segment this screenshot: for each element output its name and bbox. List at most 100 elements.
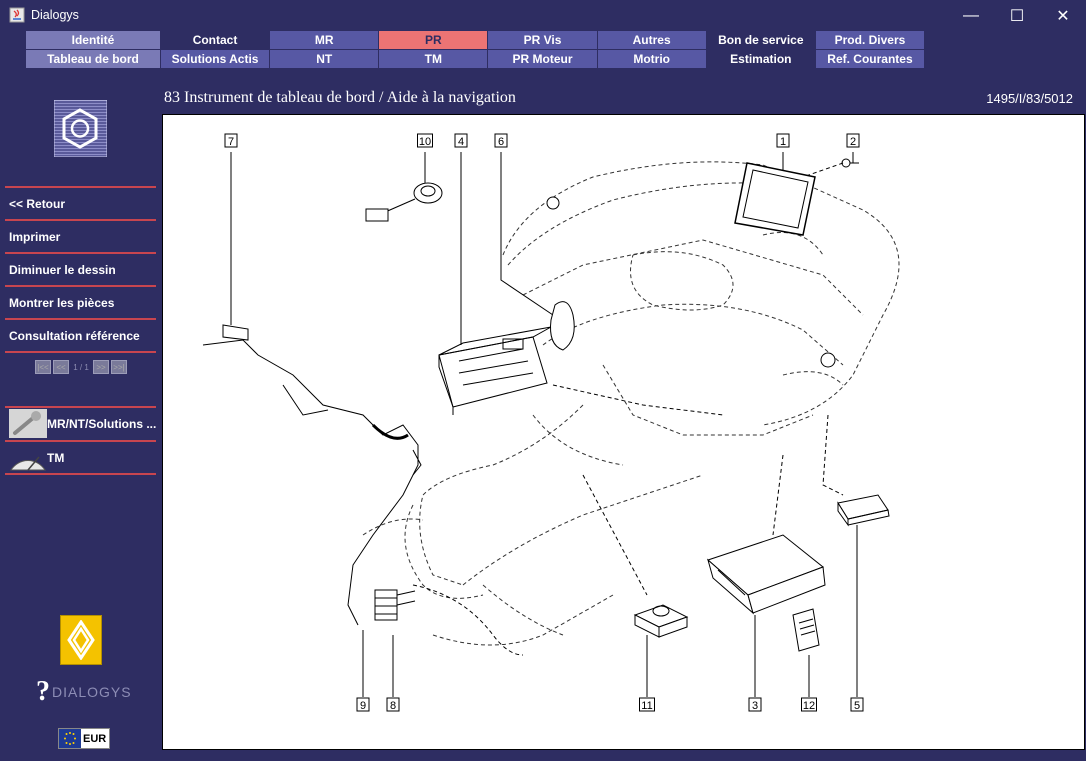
menu-divider [5, 219, 156, 221]
menu-divider [5, 351, 156, 353]
window-title: Dialogys [31, 8, 79, 22]
first-page-button[interactable]: |<< [35, 360, 51, 374]
previous-page-button[interactable]: << [53, 360, 69, 374]
tab-mr[interactable]: MR [270, 31, 379, 49]
menu-divider [5, 186, 156, 188]
shrink-drawing-button[interactable]: Diminuer le dessin [9, 262, 116, 277]
page-indicator: 1 / 1 [73, 362, 89, 372]
callout-number: 9 [360, 700, 366, 712]
callout-box [386, 697, 400, 712]
part-callout-6[interactable]: 6 [494, 133, 508, 148]
menu-divider [5, 440, 156, 442]
part-callout-2[interactable]: 2 [846, 133, 860, 148]
callout-box [748, 697, 762, 712]
tab-pr-vis[interactable]: PR Vis [488, 31, 597, 49]
tab-prod-divers[interactable]: Prod. Divers [815, 31, 925, 49]
callout-box [417, 133, 433, 148]
show-parts-button[interactable]: Montrer les pièces [9, 295, 115, 310]
tab-ref-courantes[interactable]: Ref. Courantes [815, 50, 925, 68]
part-callout-10[interactable]: 10 [417, 133, 433, 148]
section-logo-icon [54, 100, 107, 157]
part-callout-7[interactable]: 7 [224, 133, 238, 148]
renault-diamond-icon [67, 620, 95, 660]
document-reference: 1495/I/83/5012 [986, 91, 1073, 106]
part-callout-1[interactable]: 1 [776, 133, 790, 148]
dialogys-logo: ? DIALOGYS [36, 676, 132, 708]
category-label: TM [47, 451, 65, 465]
tab-contact[interactable]: Contact [160, 31, 270, 49]
tab-solutions-actis[interactable]: Solutions Actis [160, 50, 270, 68]
help-question-icon: ? [36, 676, 51, 707]
eu-flag-icon [59, 729, 81, 748]
minimize-icon: — [963, 6, 979, 24]
callout-box [356, 697, 370, 712]
callout-number: 5 [854, 700, 860, 712]
page-title: 83 Instrument de tableau de bord / Aide … [164, 89, 516, 106]
part-callout-3[interactable]: 3 [748, 697, 762, 712]
tab-pr[interactable]: PR [379, 31, 488, 49]
maximize-icon: ☐ [1009, 7, 1025, 25]
region-label: EUR [83, 732, 107, 745]
page-navigator: |<< << 1 / 1 >> >>| [35, 360, 129, 374]
title-bar: Dialogys — ☐ ✕ [0, 0, 1086, 31]
part-callout-5[interactable]: 5 [850, 697, 864, 712]
callout-box [846, 133, 860, 148]
reference-lookup-button[interactable]: Consultation référence [9, 328, 140, 343]
part-callout-4[interactable]: 4 [454, 133, 468, 148]
callout-number: 10 [419, 136, 431, 148]
tab-pr-moteur[interactable]: PR Moteur [488, 50, 597, 68]
tab-bon-de-service[interactable]: Bon de service [706, 31, 815, 49]
next-page-button[interactable]: >> [93, 360, 109, 374]
java-app-icon [9, 7, 25, 23]
tab-estimation[interactable]: Estimation [706, 50, 815, 68]
tab-tm[interactable]: TM [379, 50, 488, 68]
close-icon: ✕ [1056, 7, 1070, 25]
callout-box [801, 697, 817, 712]
wrench-thumbnail-icon [9, 409, 47, 438]
callout-number: 11 [641, 700, 652, 712]
callout-box [454, 133, 468, 148]
brand-name: DIALOGYS [52, 684, 132, 700]
callout-number: 4 [458, 136, 464, 148]
callout-number: 7 [228, 136, 234, 148]
part-callout-8[interactable]: 8 [386, 697, 400, 712]
region-button[interactable]: EUR [58, 728, 110, 749]
part-callout-12[interactable]: 12 [801, 697, 817, 712]
part-radio-unit [438, 326, 552, 415]
category-mr-nt-solutions[interactable]: MR/NT/Solutions ... [5, 408, 156, 440]
callout-box [850, 697, 864, 712]
sidebar-menu: << Retour Imprimer Diminuer le dessin Mo… [5, 186, 156, 353]
callout-number: 1 [780, 136, 786, 148]
part-callout-9[interactable]: 9 [356, 697, 370, 712]
renault-logo [60, 615, 102, 665]
close-button[interactable]: ✕ [1040, 0, 1086, 31]
callout-number: 8 [390, 700, 396, 712]
menu-divider [5, 473, 156, 475]
part-display [734, 162, 816, 236]
part-callout-11[interactable]: 11 [639, 697, 655, 712]
callout-number: 3 [752, 700, 758, 712]
callout-box [639, 697, 655, 712]
back-button[interactable]: << Retour [9, 196, 66, 211]
menu-divider [5, 406, 156, 408]
menu-divider [5, 318, 156, 320]
callout-number: 2 [850, 136, 856, 148]
callout-box [494, 133, 508, 148]
last-page-button[interactable]: >>| [111, 360, 127, 374]
maximize-button[interactable]: ☐ [994, 0, 1040, 31]
tab-autres[interactable]: Autres [597, 31, 706, 49]
tab-tableau-de-bord[interactable]: Tableau de bord [26, 50, 160, 68]
gauge-thumbnail-icon [9, 443, 47, 472]
category-tm[interactable]: TM [5, 442, 156, 474]
menu-divider [5, 285, 156, 287]
tab-nt[interactable]: NT [270, 50, 379, 68]
tab-identit[interactable]: Identité [26, 31, 160, 49]
minimize-button[interactable]: — [948, 0, 994, 31]
tab-motrio[interactable]: Motrio [597, 50, 706, 68]
print-button[interactable]: Imprimer [9, 229, 61, 244]
